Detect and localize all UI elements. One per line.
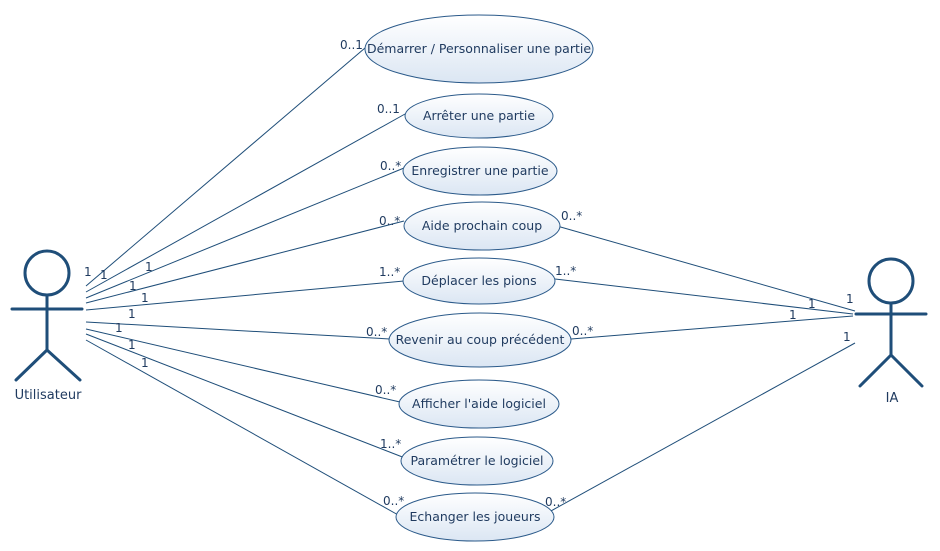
multiplicity-user-end: 1	[141, 356, 149, 370]
use-case: Revenir au coup précédent	[388, 312, 572, 368]
use-case-label: Déplacer les pions	[421, 273, 536, 288]
use-case-ellipse	[402, 257, 556, 305]
association-line-user	[85, 328, 401, 403]
multiplicity-ia-end: 1	[843, 330, 851, 344]
multiplicity-use-case-end: 0..*	[380, 159, 401, 173]
associations	[85, 47, 856, 518]
use-case: Démarrer / Personnaliser une partie	[364, 14, 594, 84]
association-line-user	[85, 321, 391, 340]
multiplicity-use-case-end: 0..1	[377, 102, 400, 116]
use-case: Paramétrer le logiciel	[400, 436, 554, 486]
multiplicity-ia-use-case-end: 1..*	[555, 264, 576, 278]
use-case: Echanger les joueurs	[395, 492, 555, 542]
use-case-ellipse	[404, 93, 554, 139]
use-case-label: Démarrer / Personnaliser une partie	[367, 41, 591, 56]
association-line-ia	[554, 278, 854, 315]
association-line-ia	[570, 315, 854, 340]
use-case-ellipse	[395, 492, 555, 542]
multiplicity-use-case-end: 0..1	[340, 38, 363, 52]
association-line-user	[85, 167, 405, 299]
multiplicity-use-case-end: 0..*	[375, 383, 396, 397]
stick-figure-icon	[10, 249, 84, 382]
association-line-user	[85, 280, 405, 311]
actor-name-ia: IA	[886, 391, 899, 406]
multiplicity-ia-use-case-end: 0..*	[561, 209, 582, 223]
use-case: Enregistrer une partie	[402, 146, 558, 196]
multiplicity-user-end: 1	[100, 268, 108, 282]
actor-name-utilisateur: Utilisateur	[15, 388, 83, 403]
use-case: Aide prochain coup	[403, 201, 561, 251]
use-cases: Démarrer / Personnaliser une partieArrêt…	[364, 14, 594, 542]
use-case: Arrêter une partie	[404, 93, 554, 139]
stick-figure-icon	[854, 257, 928, 388]
use-case-label: Afficher l'aide logiciel	[412, 396, 546, 411]
association-line-user	[85, 339, 401, 517]
use-case-ellipse	[403, 201, 561, 251]
association-line-user	[85, 220, 405, 304]
multiplicity-ia-end: 1	[789, 308, 797, 322]
multiplicity-ia-use-case-end: 0..*	[545, 495, 566, 509]
association-line-ia	[556, 225, 856, 312]
multiplicity-ia-use-case-end: 0..*	[572, 324, 593, 338]
multiplicity-user-end: 1	[129, 279, 137, 293]
association-line-user	[85, 47, 366, 287]
use-case-ellipse	[388, 312, 572, 368]
association-line-user	[85, 333, 406, 459]
multiplicities: 10..110..110..*10..*0..*111..*1..*110..*…	[84, 38, 854, 509]
multiplicity-ia-end: 1	[808, 297, 816, 311]
multiplicity-user-end: 1	[128, 307, 136, 321]
multiplicity-use-case-end: 0..*	[379, 214, 400, 228]
use-case-ellipse	[398, 379, 560, 429]
association-line-ia	[539, 342, 856, 518]
use-case-label: Paramétrer le logiciel	[410, 453, 543, 468]
actor-utilisateur: Utilisateur	[10, 249, 84, 403]
multiplicity-user-end: 1	[115, 321, 123, 335]
actor-ia: IA	[854, 257, 928, 406]
use-case-ellipse	[400, 436, 554, 486]
multiplicity-user-end: 1	[128, 338, 136, 352]
multiplicity-use-case-end: 1..*	[380, 437, 401, 451]
association-line-user	[85, 113, 406, 293]
use-case-label: Echanger les joueurs	[410, 509, 541, 524]
use-case-label: Revenir au coup précédent	[396, 332, 565, 347]
use-case: Déplacer les pions	[402, 257, 556, 305]
multiplicity-ia-end: 1	[846, 292, 854, 306]
use-case-ellipse	[364, 14, 594, 84]
multiplicity-user-end: 1	[141, 291, 149, 305]
multiplicity-use-case-end: 1..*	[379, 265, 400, 279]
use-case-ellipse	[402, 146, 558, 196]
use-case-label: Aide prochain coup	[422, 218, 542, 233]
use-case: Afficher l'aide logiciel	[398, 379, 560, 429]
use-case-label: Enregistrer une partie	[411, 163, 548, 178]
multiplicity-use-case-end: 0..*	[383, 494, 404, 508]
multiplicity-user-end: 1	[84, 265, 92, 279]
multiplicity-use-case-end: 0..*	[366, 325, 387, 339]
multiplicity-user-end: 1	[145, 260, 153, 274]
use-case-label: Arrêter une partie	[423, 108, 535, 123]
